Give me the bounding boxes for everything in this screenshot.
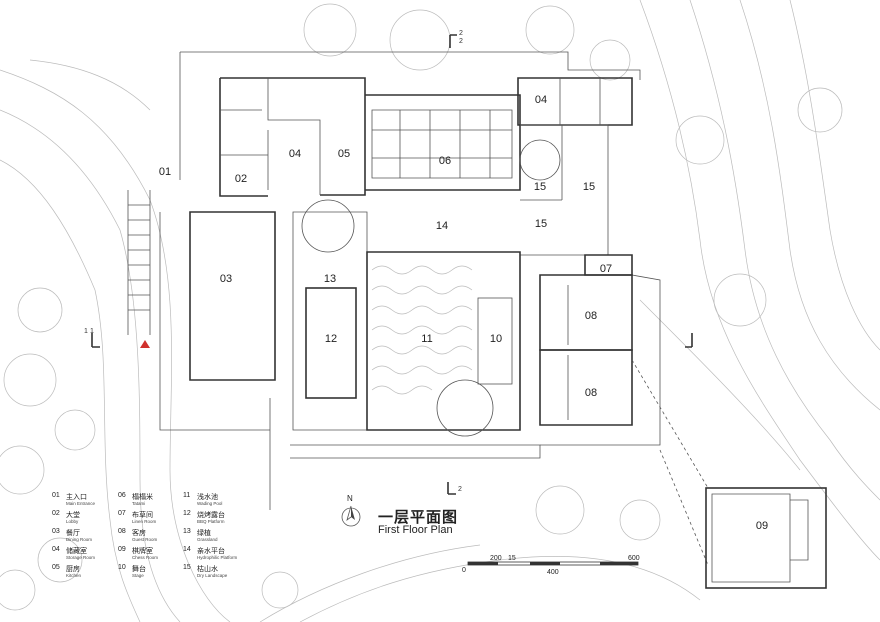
scale-tick-400: 400 (547, 569, 559, 576)
legend-name-zh: 烧烤露台 (197, 512, 225, 519)
legend-number: 04 (52, 546, 60, 553)
legend-name-en: Grassland (197, 537, 218, 542)
legend-name-zh: 餐厅 (66, 530, 80, 537)
room-label-04a: 04 (289, 148, 301, 160)
legend-name-en: Dining Room (66, 537, 93, 542)
section-label-top-b: 2 (459, 38, 463, 45)
section-label-bottom: 2 (458, 486, 462, 493)
legend-name-zh: 客房 (132, 530, 146, 537)
legend-number: 05 (52, 564, 60, 571)
room-label-06: 06 (439, 155, 451, 167)
legend-number: 15 (183, 564, 191, 571)
legend-number: 06 (118, 492, 126, 499)
legend-name-en: Dry Landscape (197, 573, 228, 578)
legend-number: 09 (118, 546, 126, 553)
legend-name-en: BBQ Platform (197, 519, 225, 524)
legend-number: 11 (183, 492, 191, 499)
plan-title-zh: 一层平面图 (378, 508, 459, 526)
north-label: N (347, 494, 353, 503)
section-label-left: 1 (84, 328, 88, 335)
entrance-marker-icon (140, 340, 150, 348)
legend-number: 03 (52, 528, 60, 535)
room-label-03: 03 (220, 273, 232, 285)
section-markers (91, 34, 693, 495)
legend-number: 14 (183, 546, 191, 553)
scale-tick-200: 200 (490, 555, 502, 562)
north-arrow (341, 505, 361, 527)
wading-pool-pattern (371, 265, 473, 395)
legend-name-zh: 厨房 (66, 566, 80, 573)
legend-name-en: Storage Room (66, 555, 96, 560)
room-label-08a: 08 (585, 310, 597, 322)
room-label-01: 01 (159, 166, 171, 178)
room-label-10: 10 (490, 333, 502, 345)
room-label-04b: 04 (535, 94, 547, 106)
legend-number: 01 (52, 492, 60, 499)
room-label-13: 13 (324, 273, 336, 285)
section-label-left-b: 1 (90, 328, 94, 335)
legend-name-zh: 主入口 (66, 494, 87, 501)
legend-number: 10 (118, 564, 126, 571)
room-label-09: 09 (756, 520, 768, 532)
legend-name-en: Guest Room (132, 537, 158, 542)
legend-name-en: Tatami (132, 501, 146, 506)
room-label-14: 14 (436, 220, 448, 232)
legend-number: 02 (52, 510, 60, 517)
building-walls (127, 51, 827, 589)
plan-title-en: First Floor Plan (378, 524, 453, 536)
legend-name-zh: 大堂 (66, 512, 80, 519)
legend-name-zh: 浅水池 (197, 494, 218, 501)
room-label-08b: 08 (585, 387, 597, 399)
room-label-07: 07 (600, 263, 612, 275)
room-label-11: 11 (421, 333, 432, 345)
legend-name-en: Chess Room (132, 555, 159, 560)
room-label-12: 12 (325, 333, 337, 345)
legend-name-zh: 枯山水 (197, 566, 218, 573)
scale-bar (467, 561, 639, 566)
room-labels: 01 02 03 04 05 06 04 15 15 15 14 13 07 1… (159, 94, 768, 532)
room-label-05: 05 (338, 148, 350, 160)
room-label-15a: 15 (534, 181, 546, 193)
legend-name-en: Stage (132, 573, 144, 578)
legend-number: 07 (118, 510, 126, 517)
legend-name-en: Linen Room (132, 519, 157, 524)
legend-name-en: Main Entrance (66, 501, 96, 506)
legend-name-zh: 储藏室 (66, 548, 87, 555)
section-label-top: 2 (459, 30, 463, 37)
legend-number: 13 (183, 528, 191, 535)
legend-name-zh: 榻榻米 (132, 494, 153, 501)
scale-extra: 15 (508, 555, 516, 562)
legend-name-zh: 舞台 (132, 566, 146, 573)
legend-number: 12 (183, 510, 191, 517)
room-label-02: 02 (235, 173, 247, 185)
legend-name-en: Wading Pool (197, 501, 223, 506)
room-label-15b: 15 (583, 181, 595, 193)
scale-tick-0: 0 (462, 567, 466, 574)
legend-name-en: Lobby (66, 519, 79, 524)
legend-name-en: Kitchen (66, 573, 82, 578)
legend-name-zh: 绿植 (197, 530, 211, 537)
legend-number: 08 (118, 528, 126, 535)
room-label-15c: 15 (535, 218, 547, 230)
legend-name-zh: 棋牌室 (132, 548, 153, 555)
legend-name-zh: 亲水平台 (197, 548, 225, 555)
legend-name-en: Hydrophilic Platform (197, 555, 238, 560)
legend-name-zh: 布草间 (132, 512, 153, 519)
scale-tick-600: 600 (628, 555, 640, 562)
